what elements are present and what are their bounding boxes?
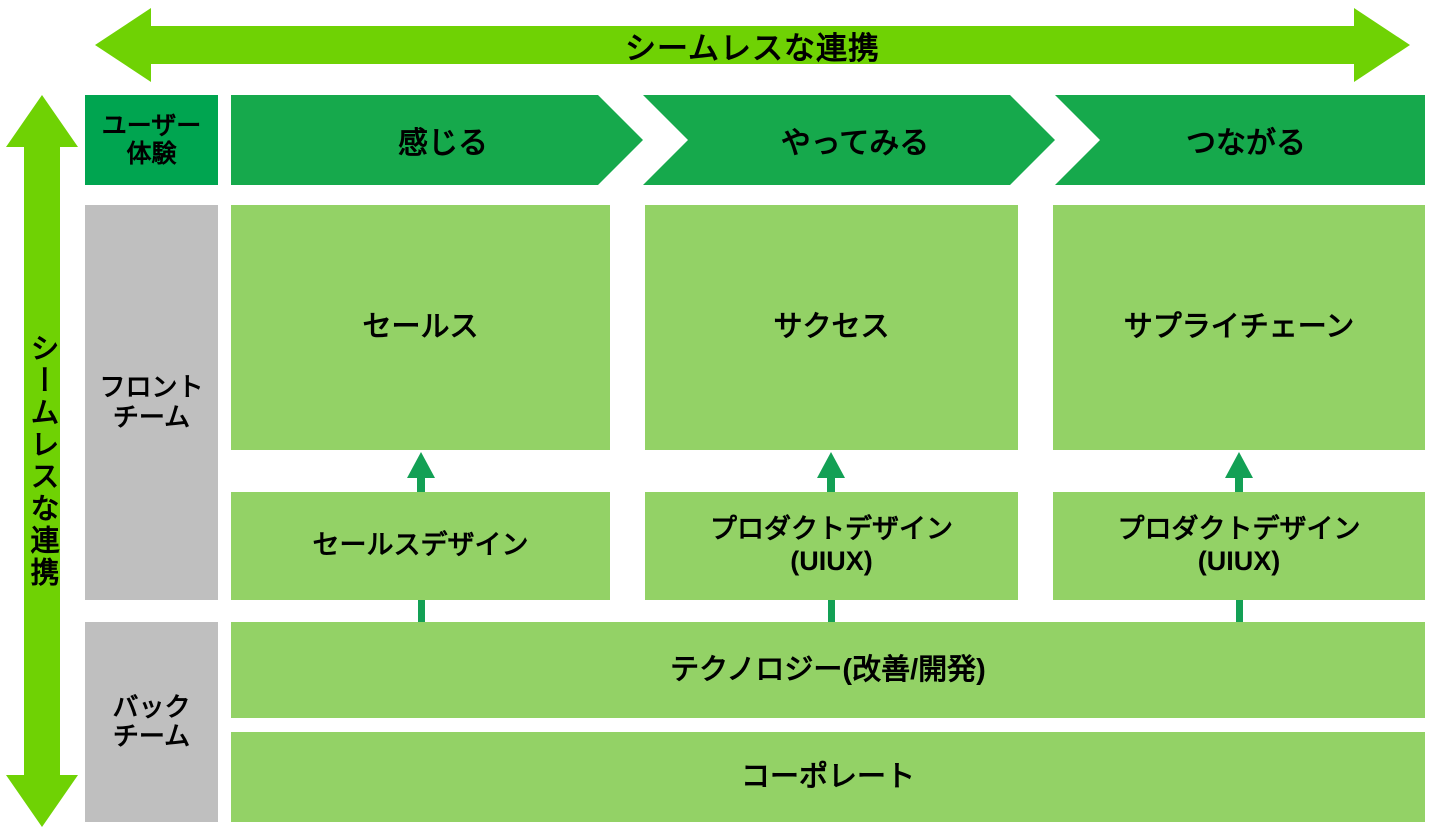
row-label-ux-line2: 体験 (126, 140, 177, 168)
row-label-front-team: フロント チーム (85, 205, 218, 600)
design-box-product-design-2-text: プロダクトデザイン (UIUX) (1118, 514, 1361, 578)
row-label-ux-line1: ユーザー (101, 112, 202, 140)
stage-chevron-feel-label: 感じる (398, 127, 488, 160)
row-label-user-experience: ユーザー 体験 (85, 95, 218, 185)
up-arrow-success (814, 452, 848, 494)
back-bar-corporate[interactable]: コーポレート (231, 732, 1425, 822)
design-box-product-design-1-line2: (UIUX) (790, 546, 873, 576)
double-headed-vertical-arrow-icon (6, 95, 78, 827)
chevron-right-icon (643, 95, 1055, 185)
stage-chevron-try[interactable]: やってみる (643, 95, 1055, 185)
front-box-success-label: サクセス (773, 311, 890, 344)
design-box-sales-design-line1: セールスデザイン (312, 530, 529, 561)
front-box-sales[interactable]: セールス (231, 205, 610, 450)
back-bar-technology[interactable]: テクノロジー(改善/開発) (231, 622, 1425, 718)
stage-chevron-try-label: やってみる (780, 127, 930, 160)
design-box-product-design-1-text: プロダクトデザイン (UIUX) (710, 514, 953, 578)
row-label-front-line2: チーム (112, 401, 191, 432)
stage-chevron-feel[interactable]: 感じる (231, 95, 643, 185)
stage-chevron-connect[interactable]: つながる (1055, 95, 1425, 185)
design-box-product-design-2[interactable]: プロダクトデザイン (UIUX) (1053, 492, 1425, 600)
connector-stem-success (828, 600, 835, 624)
front-box-success[interactable]: サクセス (645, 205, 1018, 450)
back-bar-corporate-label: コーポレート (740, 760, 915, 793)
arrow-up-icon (1225, 452, 1253, 494)
arrow-up-icon (407, 452, 435, 494)
arrow-up-icon (817, 452, 845, 494)
double-headed-horizontal-arrow-icon (95, 8, 1410, 82)
design-box-product-design-2-line2: (UIUX) (1197, 546, 1281, 576)
top-seamless-arrow-label: シームレスな連携 (624, 30, 881, 66)
left-seamless-arrow-label: シームレスな連携 (26, 333, 58, 589)
up-arrow-sales (404, 452, 438, 494)
back-bar-technology-label: テクノロジー(改善/開発) (670, 653, 986, 686)
chevron-right-icon (231, 95, 643, 185)
front-box-sales-label: セールス (362, 311, 479, 344)
row-label-back-team: バック チーム (85, 622, 218, 822)
row-label-front-line1: フロント (99, 372, 204, 403)
design-box-sales-design-text: セールスデザイン (313, 530, 529, 562)
design-box-sales-design[interactable]: セールスデザイン (231, 492, 610, 600)
stage-chevron-connect-label: つながる (1186, 127, 1306, 160)
connector-stem-supply (1236, 600, 1243, 624)
chevron-right-icon (1055, 95, 1425, 185)
row-label-ux-text: ユーザー 体験 (102, 112, 202, 168)
row-label-back-line2: チーム (112, 721, 191, 751)
design-box-product-design-2-line1: プロダクトデザイン (1117, 514, 1361, 545)
left-seamless-arrow: シームレスな連携 (4, 95, 80, 827)
connector-stem-sales (418, 600, 425, 624)
design-box-product-design-1[interactable]: プロダクトデザイン (UIUX) (645, 492, 1018, 600)
row-label-front-text: フロント チーム (99, 373, 203, 431)
row-label-back-line1: バック (112, 691, 191, 722)
design-box-product-design-1-line1: プロダクトデザイン (710, 514, 953, 545)
top-seamless-arrow: シームレスな連携 (95, 6, 1410, 84)
up-arrow-supply (1222, 452, 1256, 494)
front-box-supply-chain[interactable]: サプライチェーン (1053, 205, 1425, 450)
row-label-back-text: バック チーム (112, 691, 191, 751)
front-box-supply-chain-label: サプライチェーン (1123, 311, 1355, 344)
